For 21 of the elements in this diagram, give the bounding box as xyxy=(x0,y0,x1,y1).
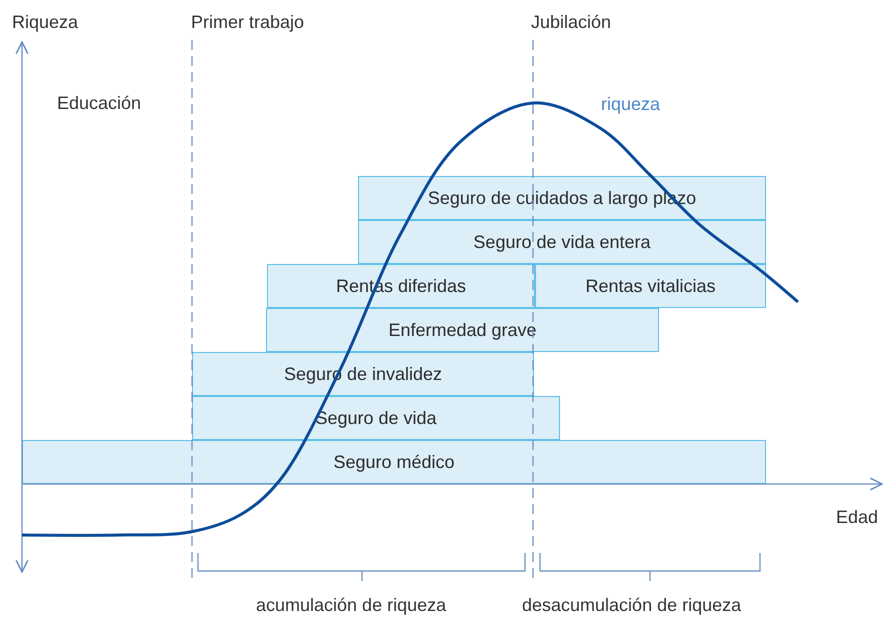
insurance-bar xyxy=(266,308,659,352)
axis-label: Riqueza xyxy=(12,12,78,33)
axis-label: Edad xyxy=(836,507,878,528)
insurance-bar xyxy=(267,264,535,308)
insurance-bar xyxy=(535,264,766,308)
insurance-bar xyxy=(192,352,534,396)
axis-label: Primer trabajo xyxy=(191,12,304,33)
axis-label: Jubilación xyxy=(531,12,612,33)
bar-label: Seguro médico xyxy=(333,452,455,472)
axis-label: desacumulación de riqueza xyxy=(522,595,742,616)
bar-label: Rentas vitalicias xyxy=(585,276,716,296)
bar-label: Seguro de vida xyxy=(315,408,437,428)
insurance-bar xyxy=(192,396,560,440)
bar-label: Enfermedad grave xyxy=(388,320,537,340)
axis-label: riqueza xyxy=(601,94,660,115)
insurance-bar xyxy=(358,176,766,220)
axis-label: acumulación de riqueza xyxy=(256,595,446,616)
bar-label: Seguro de vida entera xyxy=(473,232,651,252)
insurance-bar xyxy=(358,220,766,264)
insurance-bar xyxy=(22,440,766,484)
axis-label: Educación xyxy=(57,93,142,114)
